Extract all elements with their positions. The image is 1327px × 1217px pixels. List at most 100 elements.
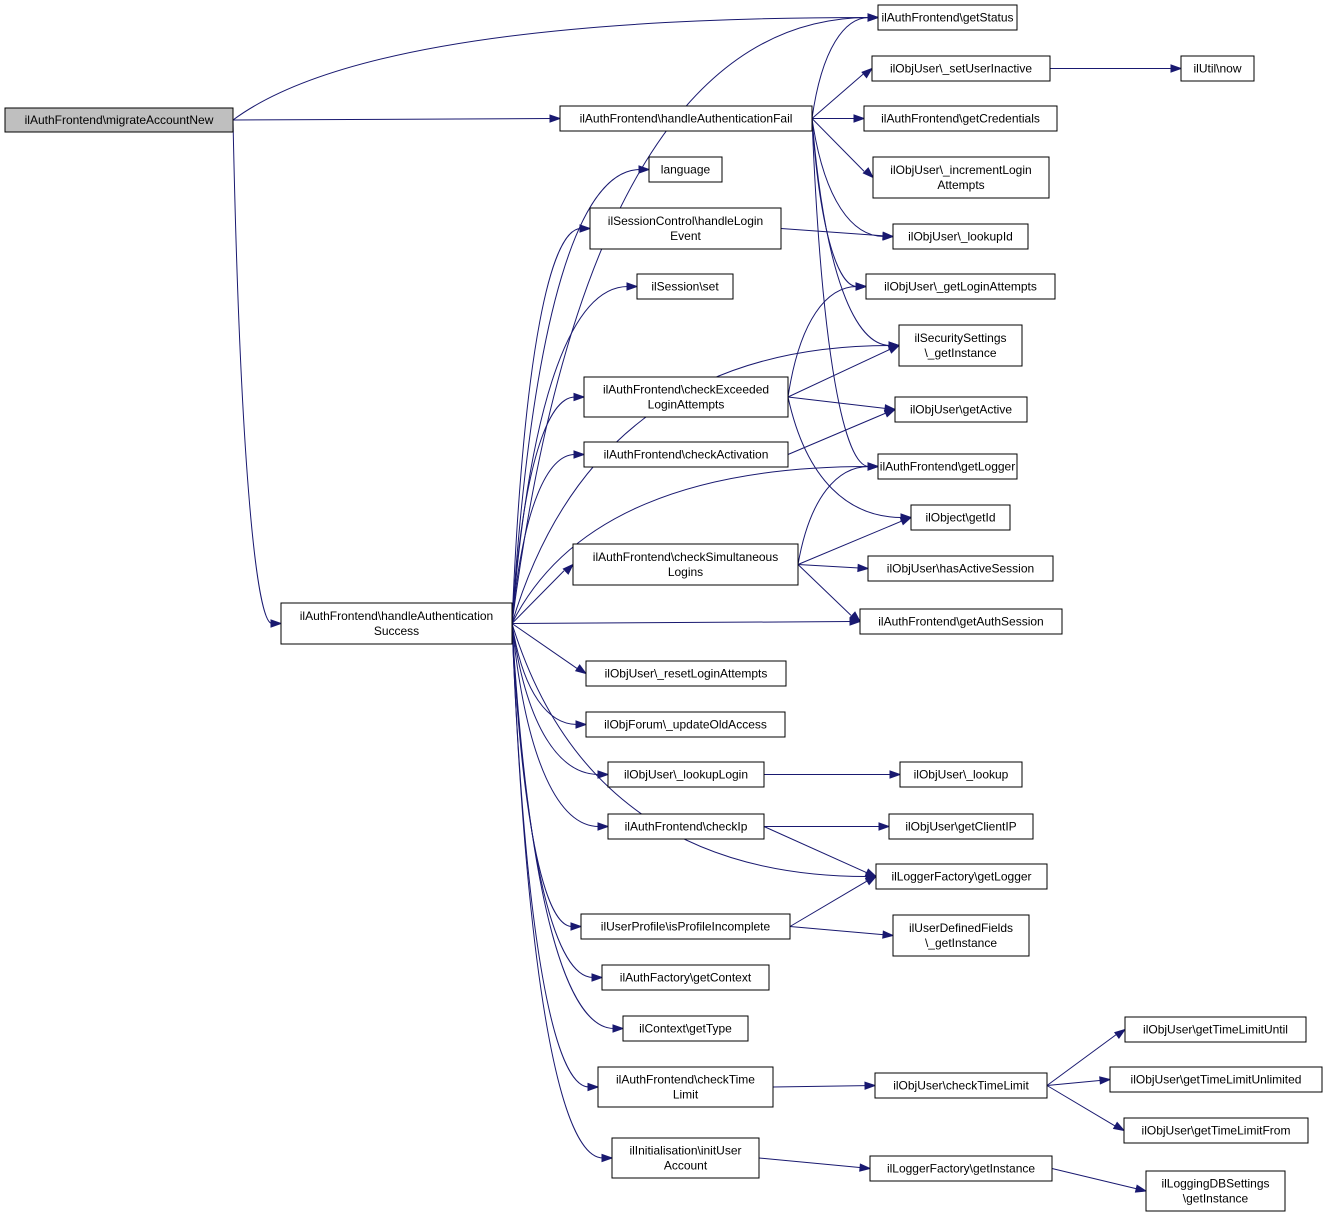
call-edge	[232, 119, 283, 628]
function-node-get-auth-session[interactable]: ilAuthFrontend\getAuthSession	[859, 608, 1063, 635]
function-node-get-login-attempts[interactable]: ilObjUser\_getLoginAttempts	[865, 273, 1056, 300]
function-node-factory-get-logger[interactable]: ilLoggerFactory\getLogger	[875, 863, 1048, 890]
node-box	[585, 660, 787, 687]
node-box	[899, 761, 1023, 788]
function-node-session-set[interactable]: ilSession\set	[636, 273, 734, 300]
node-box	[894, 396, 1028, 423]
call-edge	[780, 228, 895, 240]
node-box	[572, 543, 799, 586]
function-node-handle-auth-success[interactable]: ilAuthFrontend\handleAuthenticationSucce…	[280, 602, 513, 645]
node-label: ilAuthFrontend\handleAuthenticationFail	[580, 112, 793, 126]
function-node-lookup-id[interactable]: ilObjUser\_lookupId	[892, 223, 1029, 250]
node-box	[611, 1137, 760, 1179]
arrowhead	[1170, 64, 1183, 73]
function-node-get-active[interactable]: ilObjUser\getActive	[894, 396, 1028, 423]
call-edge	[787, 396, 897, 413]
function-node-factory-get-instance[interactable]: ilLoggerFactory\getInstance	[869, 1155, 1053, 1182]
call-edge	[511, 563, 575, 624]
function-node-object-get-id[interactable]: ilObject\getId	[910, 504, 1011, 531]
node-label: ilObjUser\_incrementLogin	[890, 163, 1031, 177]
function-node-obj-check-time-limit[interactable]: ilObjUser\checkTimeLimit	[874, 1072, 1048, 1099]
node-box	[872, 156, 1050, 199]
call-edge	[764, 822, 891, 831]
function-node-lookup-login[interactable]: ilObjUser\_lookupLogin	[607, 761, 765, 788]
call-edge	[797, 516, 913, 565]
call-edge	[511, 617, 862, 626]
arrowhead	[601, 1153, 614, 1163]
node-label: ilUserProfile\isProfileIncomplete	[601, 920, 771, 934]
node-box	[1145, 1170, 1286, 1212]
function-node-security-get-instance[interactable]: ilSecuritySettings\_getInstance	[898, 324, 1023, 367]
node-label: Event	[670, 229, 701, 243]
node-label: ilSession\set	[651, 280, 719, 294]
node-box	[589, 207, 782, 250]
function-node-get-context[interactable]: ilAuthFactory\getContext	[601, 964, 770, 991]
function-node-check-time-limit[interactable]: ilAuthFrontend\checkTimeLimit	[597, 1066, 774, 1108]
function-node-has-active-session[interactable]: ilObjUser\hasActiveSession	[867, 555, 1054, 582]
function-node-get-client-i-p[interactable]: ilObjUser\getClientIP	[888, 813, 1034, 840]
node-box	[636, 273, 734, 300]
function-node-language[interactable]: language	[648, 156, 723, 183]
call-graph-edges	[232, 13, 1183, 1193]
arrowhead	[864, 868, 878, 878]
function-node-update-old-access[interactable]: ilObjForum\_updateOldAccess	[585, 711, 786, 738]
function-node-get-time-limit-until[interactable]: ilObjUser\getTimeLimitUntil	[1124, 1016, 1307, 1043]
arrowhead	[888, 341, 901, 350]
function-node-get-credentials[interactable]: ilAuthFrontend\getCredentials	[863, 105, 1058, 132]
function-node-get-status[interactable]: ilAuthFrontend\getStatus	[877, 4, 1018, 31]
function-node-get-time-limit-from[interactable]: ilObjUser\getTimeLimitFrom	[1123, 1117, 1309, 1144]
call-edge	[758, 1157, 872, 1172]
function-node-is-profile-incomplete[interactable]: ilUserProfile\isProfileIncomplete	[580, 913, 791, 940]
node-label: ilAuthFrontend\checkActivation	[604, 448, 769, 462]
node-box	[874, 1072, 1048, 1099]
function-node-util-now[interactable]: ilUtil\now	[1180, 55, 1255, 82]
arrowhead	[562, 563, 575, 575]
node-box	[583, 376, 789, 418]
arrowhead	[612, 1024, 625, 1033]
function-node-check-activation[interactable]: ilAuthFrontend\checkActivation	[583, 441, 789, 468]
function-node-get-type[interactable]: ilContext\getType	[622, 1015, 749, 1042]
node-box	[869, 1155, 1053, 1182]
function-node-migrate-account-new[interactable]: ilAuthFrontend\migrateAccountNew	[4, 107, 234, 133]
arrowhead	[867, 13, 880, 22]
arrowhead	[899, 516, 913, 526]
node-box	[622, 1015, 749, 1042]
node-label: \_getInstance	[924, 346, 996, 360]
function-node-check-ip[interactable]: ilAuthFrontend\checkIp	[607, 813, 765, 840]
node-label: ilAuthFrontend\handleAuthentication	[300, 609, 493, 623]
arrowhead	[575, 720, 588, 729]
node-box	[910, 504, 1011, 531]
arrowhead	[549, 114, 562, 123]
node-label: ilLoggerFactory\getLogger	[891, 870, 1031, 884]
call-edge	[811, 67, 874, 119]
call-edge	[511, 623, 625, 1033]
node-label: ilAuthFrontend\checkSimultaneous	[593, 550, 778, 564]
function-node-check-exceeded[interactable]: ilAuthFrontend\checkExceededLoginAttempt…	[583, 376, 789, 418]
call-edge	[811, 118, 875, 179]
node-label: ilObjUser\_resetLoginAttempts	[605, 667, 768, 681]
node-label: Attempts	[937, 178, 984, 192]
node-label: ilObjUser\getActive	[910, 403, 1012, 417]
function-node-reset-login-attempts[interactable]: ilObjUser\_resetLoginAttempts	[585, 660, 787, 687]
arrowhead	[587, 1082, 600, 1092]
function-node-set-user-inactive[interactable]: ilObjUser\_setUserInactive	[871, 55, 1051, 82]
function-node-handle-auth-fail[interactable]: ilAuthFrontend\handleAuthenticationFail	[559, 105, 813, 132]
call-edge	[511, 623, 600, 1092]
function-node-frontend-get-logger[interactable]: ilAuthFrontend\getLogger	[877, 453, 1018, 480]
arrowhead	[849, 617, 862, 626]
call-edge	[789, 875, 878, 927]
call-edge	[763, 826, 878, 878]
node-box	[892, 914, 1030, 957]
call-edge	[1046, 1028, 1127, 1086]
arrowhead	[864, 875, 878, 886]
node-label: ilObjUser\getTimeLimitFrom	[1142, 1124, 1291, 1138]
function-node-logging-d-b-settings[interactable]: ilLoggingDBSettings\getInstance	[1145, 1170, 1286, 1212]
function-node-user-defined-fields[interactable]: ilUserDefinedFields\_getInstance	[892, 914, 1030, 957]
function-node-get-time-limit-unlimited[interactable]: ilObjUser\getTimeLimitUnlimited	[1109, 1066, 1323, 1093]
node-label: ilLoggerFactory\getInstance	[887, 1162, 1035, 1176]
function-node-lookup[interactable]: ilObjUser\_lookup	[899, 761, 1023, 788]
